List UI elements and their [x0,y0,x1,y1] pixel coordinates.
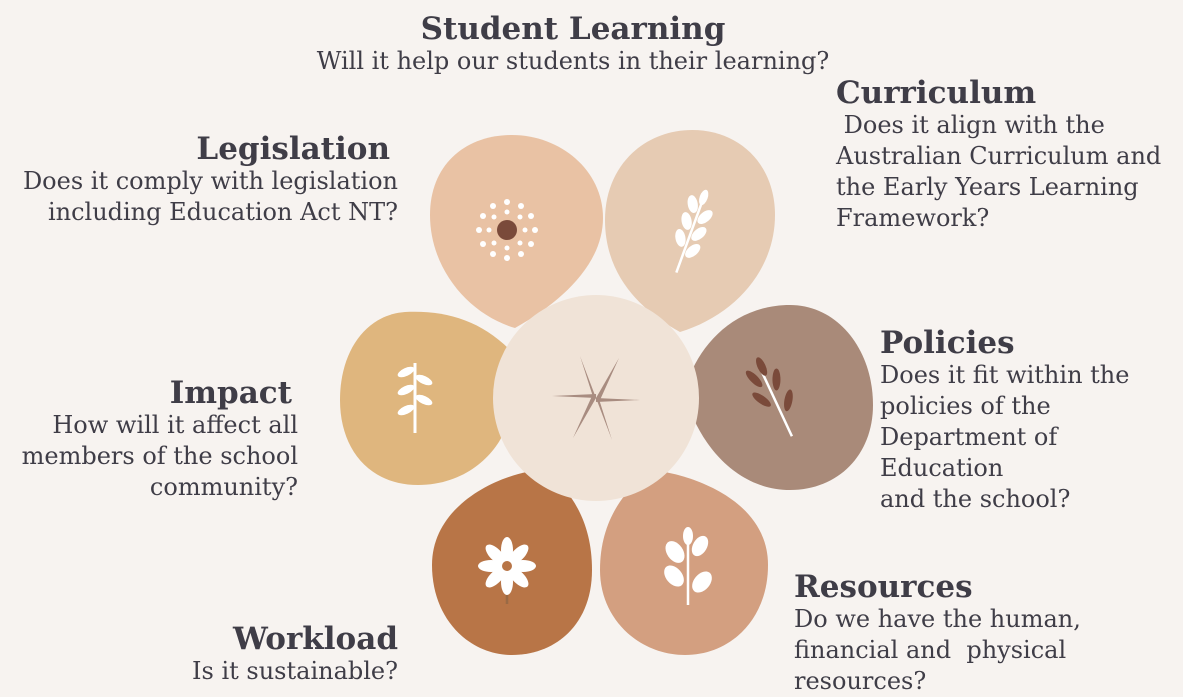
daisy-icon [478,537,536,604]
policies-block: Policies Does it fit within the policies… [880,326,1180,515]
impact-block: Impact How will it affect all members of… [0,376,298,503]
berry-sprig-icon [745,357,794,437]
workload-line-1: Is it sustainable? [192,657,398,685]
policies-line-3: Department of Education [880,423,1058,482]
curriculum-line-4: Framework? [836,204,990,232]
resources-title: Resources [794,569,973,605]
curriculum-line-3: the Early Years Learning [836,173,1139,201]
legislation-line-2: including Education Act NT? [47,198,398,226]
resources-line-2: financial and physical [794,636,1067,664]
resources-line-3: resources? [794,667,927,695]
policies-line-2: policies of the [880,392,1051,420]
impact-line-2: members of the school [21,442,298,470]
petal-policies [690,305,873,490]
workload-block: Workload Is it sustainable? [100,622,398,687]
policies-title: Policies [880,325,1015,361]
workload-title: Workload [233,621,398,657]
student-learning-title: Student Learning [420,11,726,47]
impact-line-1: How will it affect all [52,411,298,439]
fern-icon [397,363,433,433]
leaf-branch-icon [675,189,713,274]
leafy-stem-icon [664,527,712,605]
impact-line-3: community? [149,473,298,501]
policies-line-1: Does it fit within the [880,361,1130,389]
legislation-line-1: Does it comply with legislation [22,167,398,195]
dandelion-icon [476,199,538,261]
petal-curriculum [605,130,775,332]
star-icon [552,356,640,440]
legislation-title: Legislation [196,131,390,167]
petal-resources [600,470,768,655]
impact-title: Impact [169,375,292,411]
student-learning-line-1: Will it help our students in their learn… [316,47,830,75]
curriculum-line-2: Australian Curriculum and [836,142,1162,170]
resources-line-1: Do we have the human, [794,605,1081,633]
curriculum-title: Curriculum [836,75,1037,111]
legislation-block: Legislation Does it comply with legislat… [10,132,398,228]
student-learning-block: Student Learning Will it help our studen… [300,12,846,77]
curriculum-block: Curriculum Does it align with the Austra… [836,76,1176,234]
policies-line-4: and the school? [880,485,1071,513]
resources-block: Resources Do we have the human, financia… [794,570,1114,697]
curriculum-line-1: Does it align with the [836,111,1105,139]
